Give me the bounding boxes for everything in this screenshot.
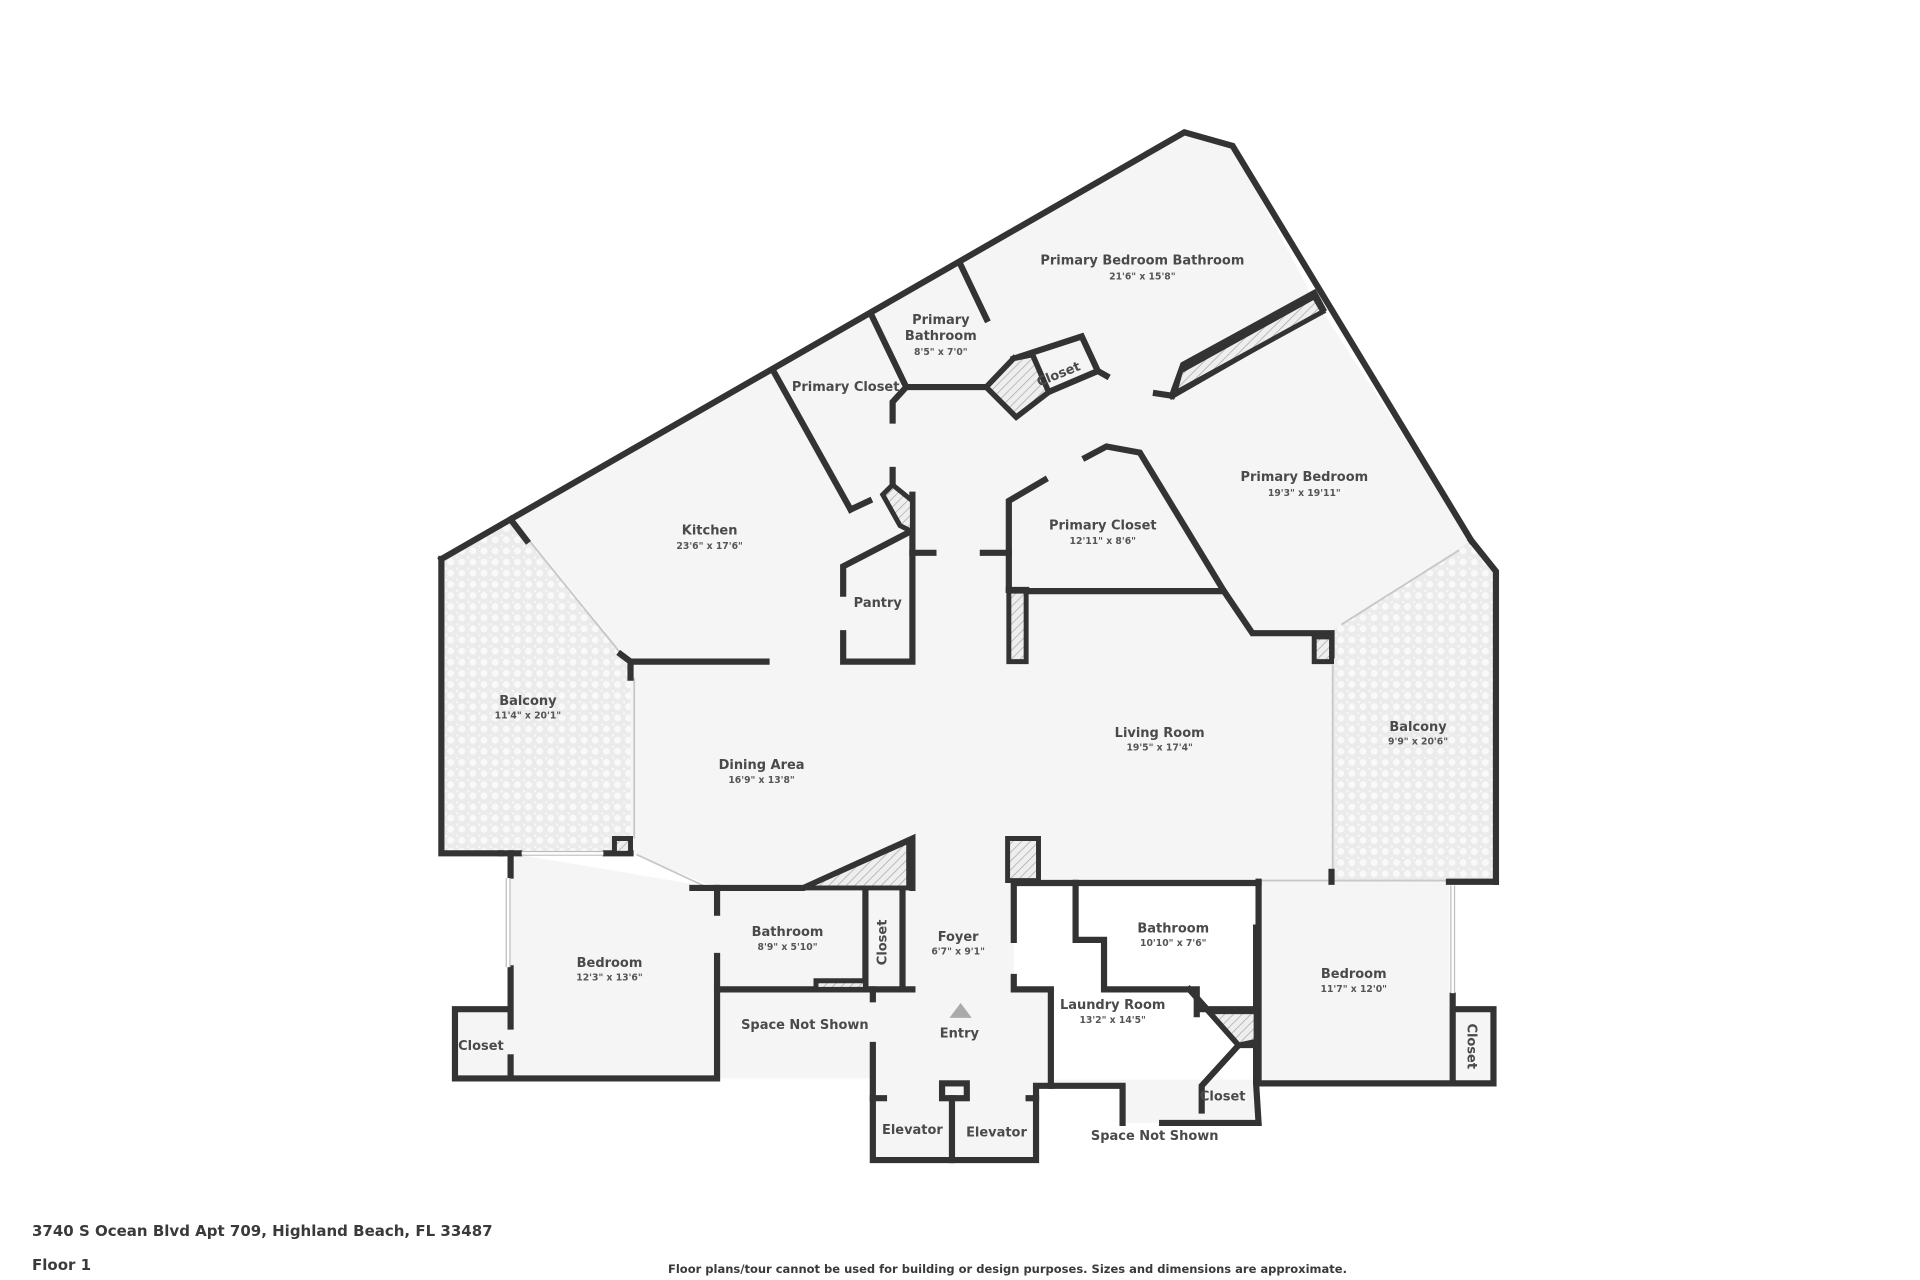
label-elevator-2: Elevator [966,1126,1027,1141]
entry-arrow-icon [949,1002,972,1018]
label-living-room: Living Room [1115,726,1205,741]
label-elevator-1: Elevator [882,1123,943,1138]
dims-bathroom-left: 8'9" x 5'10" [758,942,818,953]
windows [505,850,1456,994]
label-bathroom-left: Bathroom [752,925,824,940]
label-kitchen: Kitchen [682,523,738,538]
label-bedroom-left: Bedroom [577,956,643,971]
dims-primary-bathroom: 8'5" x 7'0" [914,347,968,358]
balcony-right-floor [1331,540,1496,882]
label-pantry: Pantry [854,596,903,611]
room-fills [441,132,1496,1161]
room-labels: Primary Bedroom Bathroom 21'6" x 15'8" P… [458,254,1478,1145]
dims-living-room: 19'5" x 17'4" [1126,743,1192,754]
dims-primary-bedroom: 19'3" x 19'11" [1268,488,1341,499]
label-primary-bathroom-2: Bathroom [905,329,977,344]
dims-balcony-left: 11'4" x 20'1" [495,711,561,722]
dims-kitchen: 23'6" x 17'6" [676,541,742,552]
label-dining-area: Dining Area [719,758,805,773]
label-bedroom-right: Bedroom [1321,967,1387,982]
disclaimer-text: Floor plans/tour cannot be used for buil… [668,1262,1347,1276]
balcony-left-floor [441,519,631,854]
dims-laundry-room: 13'2" x 14'5" [1079,1015,1145,1026]
label-laundry-room: Laundry Room [1060,998,1165,1013]
label-closet-right: Closet [1464,1023,1479,1069]
label-foyer: Foyer [938,930,979,945]
label-primary-bathroom-1: Primary [912,313,970,328]
dims-foyer: 6'7" x 9'1" [931,947,985,958]
dims-primary-bedroom-bathroom: 21'6" x 15'8" [1109,271,1175,282]
label-space-not-shown-left: Space Not Shown [741,1018,869,1033]
dims-dining-area: 16'9" x 13'8" [728,775,794,786]
floor-label: Floor 1 [32,1256,92,1274]
label-primary-closet-top: Primary Closet [792,380,900,395]
label-bathroom-right: Bathroom [1137,921,1209,936]
label-entry: Entry [940,1027,980,1042]
label-closet-foyer: Closet [875,920,890,966]
label-primary-bedroom-bathroom: Primary Bedroom Bathroom [1040,254,1244,269]
label-balcony-left: Balcony [499,694,557,709]
label-primary-closet: Primary Closet [1049,518,1157,533]
property-address: 3740 S Ocean Blvd Apt 709, Highland Beac… [32,1222,493,1240]
label-closet-left: Closet [458,1039,504,1054]
label-space-not-shown-right: Space Not Shown [1091,1129,1219,1144]
label-primary-bedroom: Primary Bedroom [1240,470,1368,485]
structural-columns [611,293,1334,1048]
dims-bedroom-right: 11'7" x 12'0" [1321,984,1387,995]
dims-balcony-right: 9'9" x 20'6" [1388,737,1448,748]
dims-bedroom-left: 12'3" x 13'6" [576,973,642,984]
open-boundaries [528,539,1460,889]
walls [437,128,1500,1164]
dims-primary-closet: 12'11" x 8'6" [1070,536,1136,547]
label-balcony-right: Balcony [1389,720,1447,735]
label-closet-laundry: Closet [1200,1090,1246,1105]
dims-bathroom-right: 10'10" x 7'6" [1140,938,1206,949]
